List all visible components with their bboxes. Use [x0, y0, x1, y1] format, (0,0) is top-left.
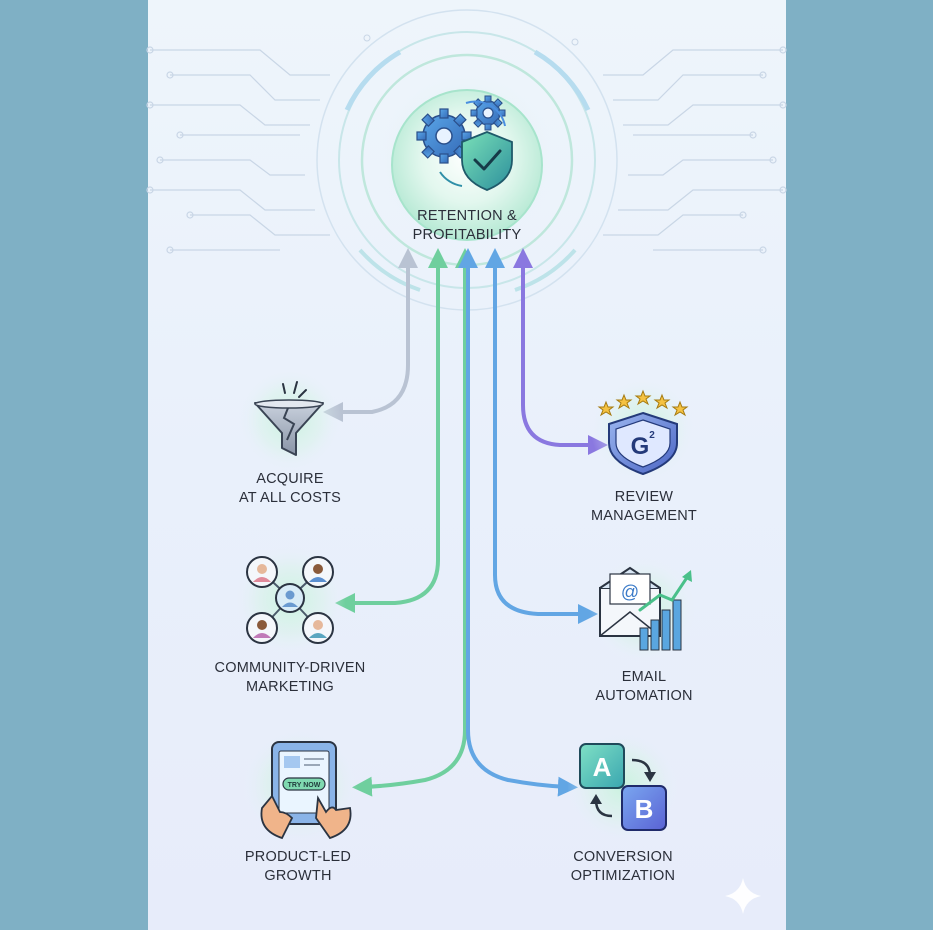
variant-a-letter: A — [593, 752, 612, 782]
label-line2: MARKETING — [246, 679, 334, 695]
label-line2: MANAGEMENT — [591, 508, 697, 524]
g2-shield-stars-icon: G 2 — [597, 389, 689, 476]
connector-arrows — [323, 248, 608, 797]
label-line1: ACQUIRE — [256, 471, 324, 487]
node-label-acquire: ACQUIRE AT ALL COSTS — [180, 470, 400, 508]
arrow-review — [513, 248, 608, 455]
label-line1: REVIEW — [614, 489, 674, 505]
node-label-product: PRODUCT-LED GROWTH — [188, 848, 408, 886]
hub-label-line1: RETENTION & — [417, 208, 517, 224]
node-label-review: REVIEW MANAGEMENT — [534, 488, 754, 526]
arrow-conversion — [458, 248, 578, 797]
label-line1: COMMUNITY-DRIVEN — [214, 660, 366, 676]
node-label-community: COMMUNITY-DRIVEN MARKETING — [180, 659, 400, 697]
circuit-lines-right — [603, 46, 787, 254]
hub-label-line2: PROFITABILITY — [412, 227, 522, 243]
label-line2: AUTOMATION — [595, 688, 693, 704]
label-line2: GROWTH — [264, 868, 332, 884]
label-line2: AT ALL COSTS — [238, 490, 342, 506]
g2-letter: G — [631, 433, 650, 460]
node-label-conversion: CONVERSION OPTIMIZATION — [513, 848, 733, 886]
try-now-button-text: TRY NOW — [288, 782, 321, 789]
community-network-icon — [246, 556, 334, 644]
label-line1: CONVERSION — [573, 849, 673, 865]
sparkle-icon — [725, 878, 761, 914]
arrow-product — [352, 248, 475, 797]
arrow-email — [485, 248, 598, 624]
label-line1: EMAIL — [621, 669, 667, 685]
at-sign: @ — [621, 582, 639, 602]
arrow-community — [335, 248, 448, 613]
variant-b-letter: B — [635, 794, 654, 824]
envelope-chart-icon: @ — [599, 566, 692, 651]
label-line1: PRODUCT-LED — [244, 849, 352, 865]
g2-superscript: 2 — [649, 430, 655, 441]
hub-label: RETENTION & PROFITABILITY — [357, 207, 577, 245]
broken-funnel-icon — [254, 381, 324, 456]
tablet-hands-icon: TRY NOW — [260, 741, 352, 840]
circuit-lines-left — [146, 46, 330, 254]
gears-shield-icon — [416, 95, 513, 191]
label-line2: OPTIMIZATION — [570, 868, 676, 884]
node-label-email: EMAIL AUTOMATION — [534, 668, 754, 706]
ab-test-icon: A B — [579, 743, 667, 831]
